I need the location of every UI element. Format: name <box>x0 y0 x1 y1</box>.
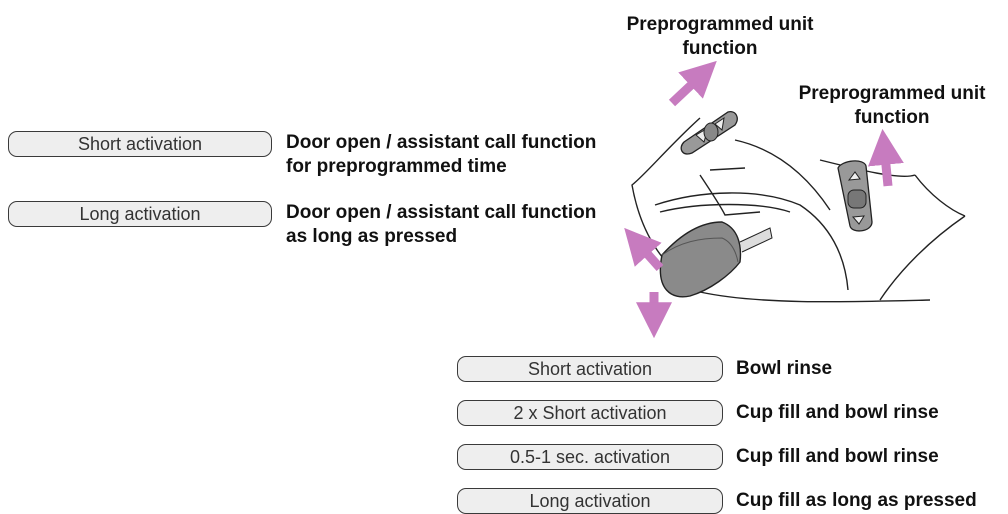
callout-line: Preprogrammed unit <box>798 83 986 104</box>
unit-function-callout-right: Preprogrammed unit function <box>778 82 1006 130</box>
timed-activation-pill: 0.5-1 sec. activation <box>457 444 723 470</box>
bowl-rinse-label: Bowl rinse <box>736 358 833 379</box>
short-activation-pill: Short activation <box>457 356 723 382</box>
side-control-panel <box>837 160 873 232</box>
door-function-long: Door open / assistant call function as l… <box>286 201 596 249</box>
door-function-short: Door open / assistant call function for … <box>286 131 596 179</box>
double-short-activation-pill: 2 x Short activation <box>457 400 723 426</box>
callout-line: function <box>682 38 758 59</box>
callout-line: function <box>854 107 930 128</box>
cup-fill-bowl-rinse-label: Cup fill and bowl rinse <box>736 446 939 467</box>
cup-fill-bowl-rinse-label: Cup fill and bowl rinse <box>736 402 939 423</box>
callout-line: Preprogrammed unit <box>626 14 814 35</box>
unit-function-callout-left: Preprogrammed unit function <box>600 13 840 61</box>
top-control-panel <box>680 111 738 155</box>
long-activation-pill: Long activation <box>8 201 272 227</box>
foot-lever <box>659 221 773 298</box>
up-arrow-icon <box>868 128 904 187</box>
function-line: Door open / assistant call function <box>286 132 597 153</box>
cup-fill-pressed-label: Cup fill as long as pressed <box>736 490 977 511</box>
function-line: for preprogrammed time <box>286 156 507 177</box>
up-arrow-icon <box>668 60 717 107</box>
up-arrow-icon <box>624 227 664 271</box>
function-line: Door open / assistant call function <box>286 202 597 223</box>
activation-arrows <box>624 60 904 339</box>
short-activation-pill: Short activation <box>8 131 272 157</box>
long-activation-pill: Long activation <box>457 488 723 514</box>
function-line: as long as pressed <box>286 226 458 247</box>
